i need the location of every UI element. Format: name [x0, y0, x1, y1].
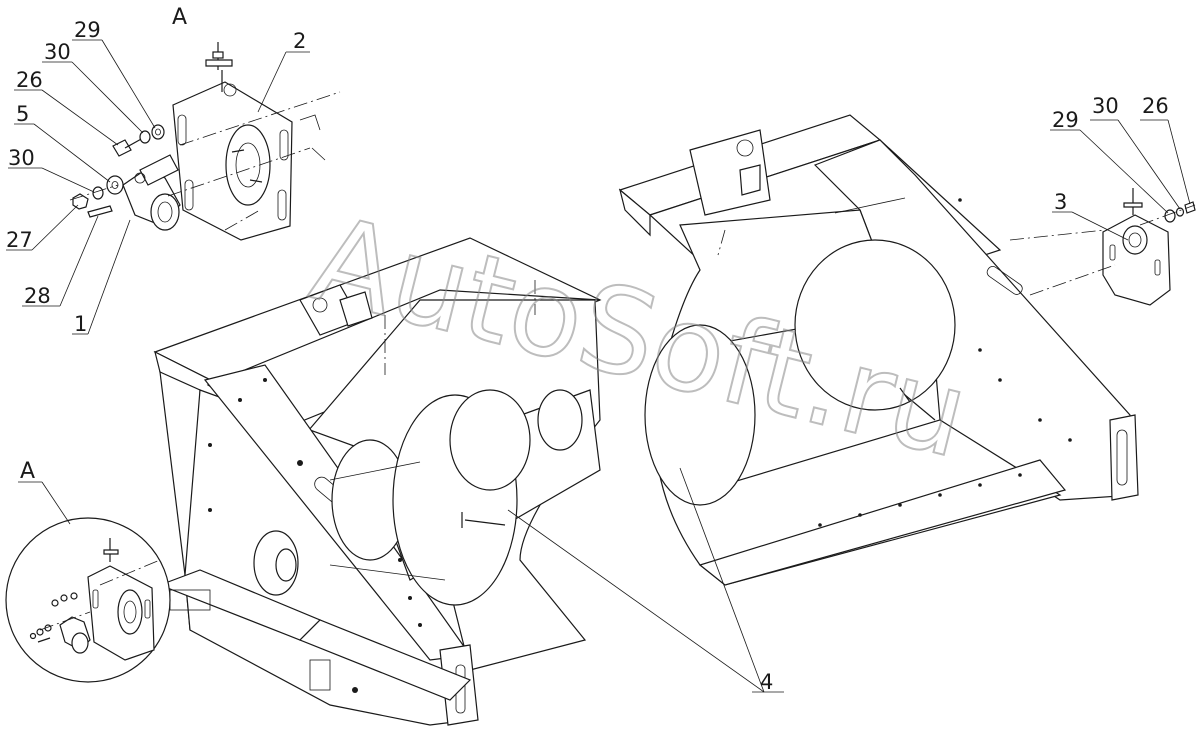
callout-labels: A 2 29 30 26 5 30 27 28 1 A 3 29 30 26 4: [6, 5, 1169, 694]
left-auger-housing: [153, 237, 602, 726]
callout-27: 27: [6, 228, 33, 252]
callout-29-right: 29: [1052, 108, 1079, 132]
leader-lines: [6, 39, 1191, 693]
callout-26-left: 26: [16, 68, 43, 92]
detail-a-inset: [5, 517, 171, 683]
callout-5: 5: [16, 102, 29, 126]
callout-30-left-upper: 30: [44, 40, 71, 64]
right-auger-housing: [618, 114, 1139, 586]
callout-4: 4: [760, 670, 773, 694]
callout-30-right: 30: [1092, 94, 1119, 118]
view-label-a: A: [172, 5, 187, 30]
callout-28: 28: [24, 284, 51, 308]
callout-1: 1: [74, 312, 87, 336]
callout-29-left: 29: [74, 18, 101, 42]
callout-30-left-lower: 30: [8, 146, 35, 170]
callout-26-right: 26: [1142, 94, 1169, 118]
callout-2: 2: [293, 29, 306, 53]
callout-3: 3: [1054, 190, 1067, 214]
detail-label-a: A: [20, 459, 35, 484]
detail-a-exploded-assembly: [69, 42, 341, 241]
detail-3-exploded-flange: [1009, 188, 1196, 306]
